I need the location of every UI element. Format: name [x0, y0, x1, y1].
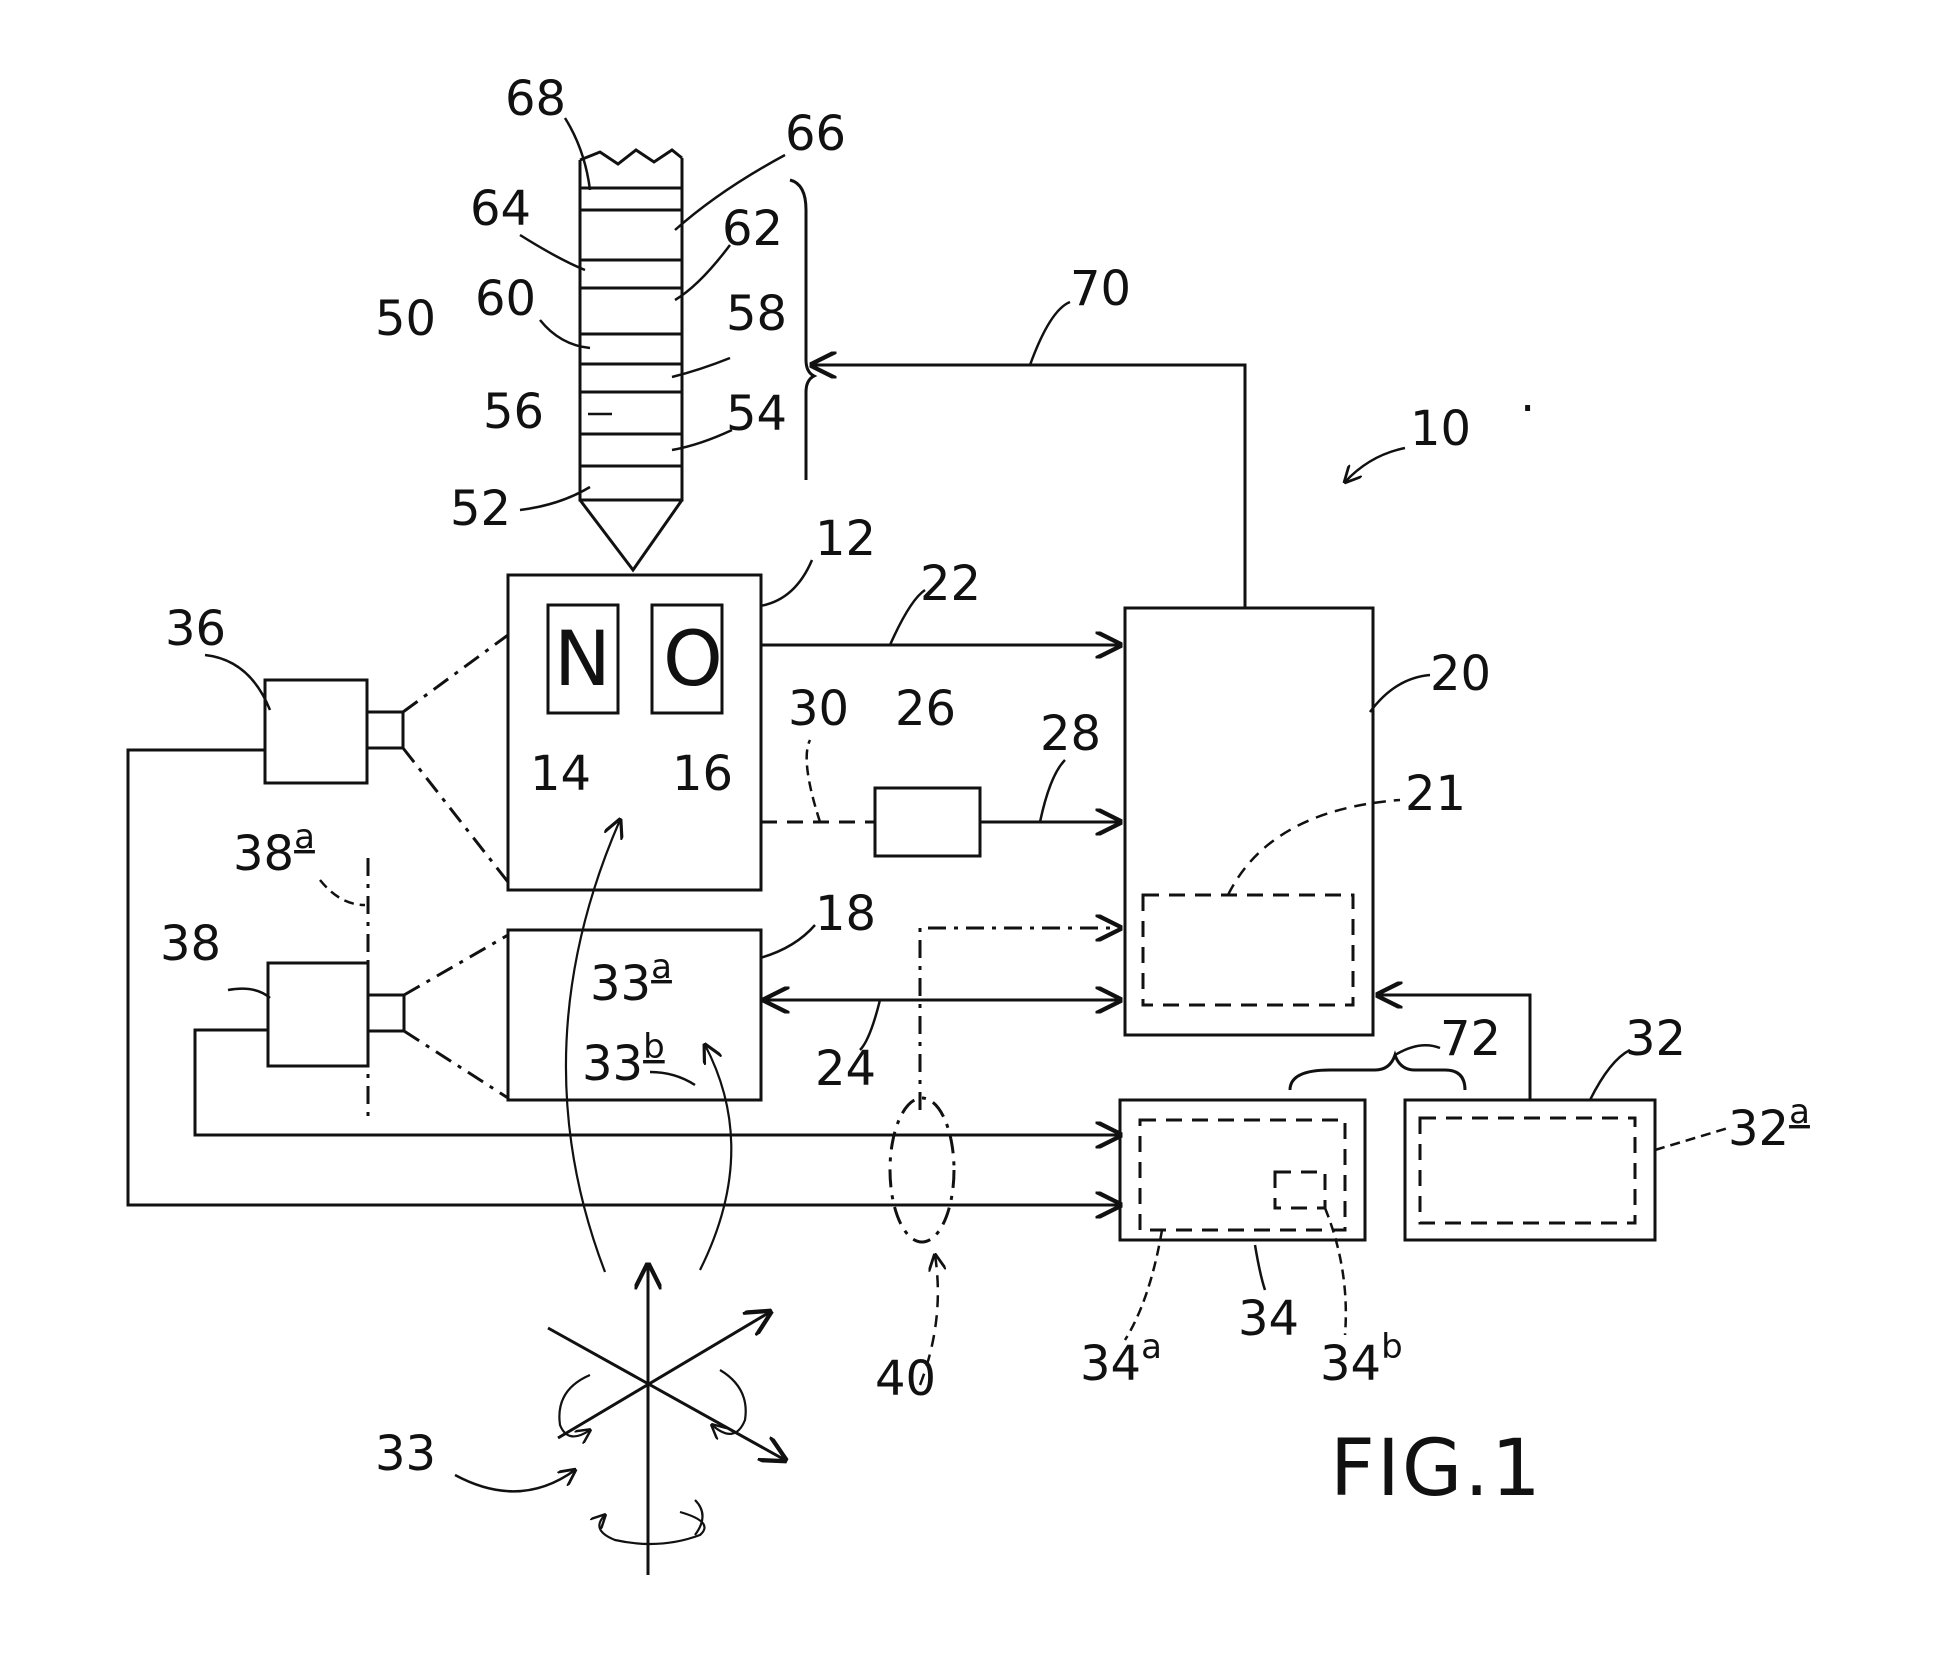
display-glyph-N: N	[554, 614, 611, 703]
label-52: 52	[450, 481, 511, 537]
svg-text:·: ·	[1520, 381, 1535, 437]
label-62: 62	[722, 201, 783, 257]
motion-axes-33	[548, 1265, 785, 1575]
label-30: 30	[788, 681, 849, 737]
label-56: 56	[483, 384, 544, 440]
camera-38	[268, 963, 368, 1066]
label-72: 72	[1440, 1011, 1501, 1067]
label-32a: 32a	[1728, 1092, 1810, 1157]
label-54: 54	[726, 386, 787, 442]
box-26	[875, 788, 980, 856]
label-50: 50	[375, 291, 436, 347]
label-34a: 34a	[1080, 1327, 1162, 1392]
box-32a	[1420, 1118, 1635, 1223]
label-22: 22	[920, 556, 981, 612]
label-10: 10	[1410, 401, 1471, 457]
label-33b: 33b	[582, 1027, 665, 1092]
label-64: 64	[470, 181, 531, 237]
camera-36	[265, 680, 367, 783]
label-14: 14	[530, 746, 591, 802]
display-glyph-O: O	[663, 614, 723, 703]
label-34b: 34b	[1320, 1327, 1403, 1392]
label-21: 21	[1405, 766, 1466, 822]
camera-36-lens	[367, 712, 403, 748]
storage-34b	[1275, 1172, 1325, 1208]
memory-21	[1143, 895, 1353, 1005]
label-70: 70	[1070, 261, 1131, 317]
label-34: 34	[1238, 1291, 1299, 1347]
label-20: 20	[1430, 646, 1491, 702]
label-28: 28	[1040, 706, 1101, 762]
label-33: 33	[375, 1426, 436, 1482]
label-26: 26	[895, 681, 956, 737]
camera-38-lens	[368, 995, 404, 1031]
label-24: 24	[815, 1041, 876, 1097]
label-33a: 33a	[590, 947, 672, 1012]
label-16: 16	[672, 746, 733, 802]
label-40: 40	[875, 1351, 936, 1407]
label-18: 18	[815, 886, 876, 942]
label-32: 32	[1625, 1011, 1686, 1067]
label-66: 66	[785, 106, 846, 162]
label-38a: 38a	[233, 817, 315, 882]
label-12: 12	[815, 511, 876, 567]
box-32	[1405, 1100, 1655, 1240]
label-60: 60	[475, 271, 536, 327]
loop-40	[890, 1098, 954, 1242]
label-58: 58	[726, 286, 787, 342]
label-68: 68	[505, 71, 566, 127]
storage-34a	[1140, 1120, 1345, 1230]
figure-title: FIG.1	[1330, 1424, 1543, 1514]
label-38: 38	[160, 916, 221, 972]
controller-box-20	[1125, 608, 1373, 1035]
label-36: 36	[165, 601, 226, 657]
